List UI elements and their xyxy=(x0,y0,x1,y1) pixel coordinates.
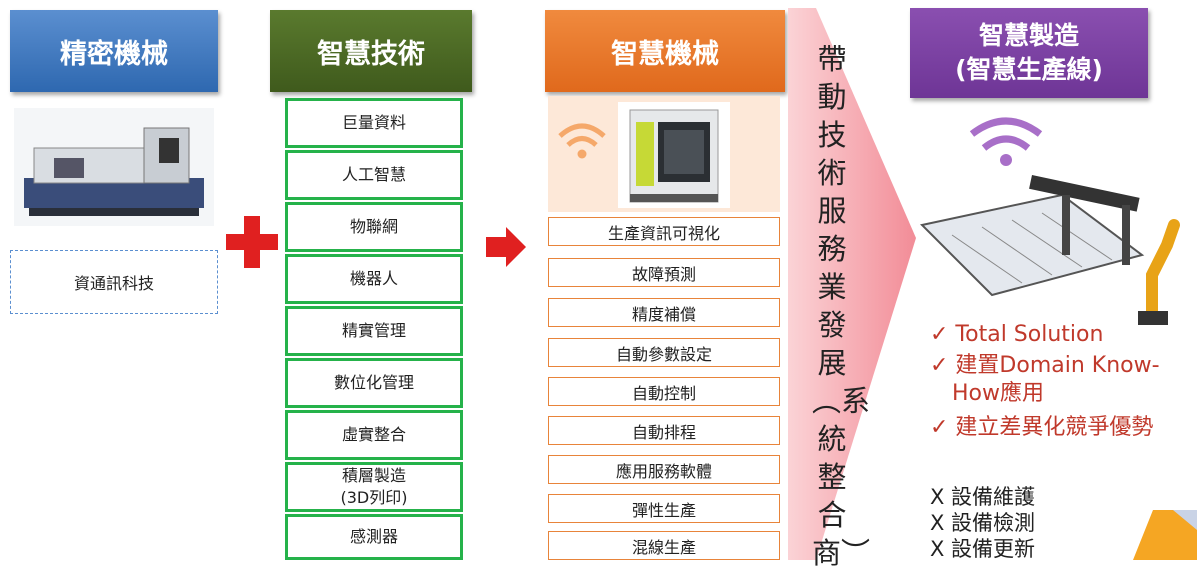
tech-item: 機器人 xyxy=(285,254,463,304)
tech-item: 感測器 xyxy=(285,514,463,560)
tech-item: 虛實整合 xyxy=(285,410,463,460)
smart-manufacturing-subtitle: (智慧生產線) xyxy=(955,55,1103,84)
machine-item: 自動控制 xyxy=(548,377,780,406)
check-item: ✓ Total Solution xyxy=(930,322,1104,347)
smart-manufacturing-title: 智慧製造 xyxy=(978,21,1079,50)
tech-item: 積層製造(3D列印) xyxy=(285,462,463,512)
machine-item: 彈性生產 xyxy=(548,494,780,523)
machine-item: 精度補償 xyxy=(548,298,780,327)
cnc-machine-image xyxy=(14,108,214,226)
x-item: X 設備檢測 xyxy=(930,511,1036,535)
ict-label-box: 資通訊科技 xyxy=(10,250,218,314)
right-arrow-icon xyxy=(484,225,528,269)
corner-decoration xyxy=(1133,510,1197,560)
check-item: How應用 xyxy=(952,381,1044,406)
production-line-image xyxy=(912,165,1194,330)
ict-label: 資通訊科技 xyxy=(73,274,154,293)
check-item: ✓ 建立差異化競爭優勢 xyxy=(930,415,1154,440)
precision-machinery-header: 精密機械 xyxy=(10,10,218,92)
wifi-icon xyxy=(966,114,1046,170)
tech-service-vertical-text: 帶動技術服務業發展︵系統整合商︶ xyxy=(812,42,871,570)
x-item: X 設備更新 xyxy=(930,537,1036,561)
x-item: X 設備維護 xyxy=(930,485,1036,509)
smart-machinery-header: 智慧機械 xyxy=(545,10,785,92)
tech-item: 物聯網 xyxy=(285,202,463,252)
smart-machinery-title: 智慧機械 xyxy=(611,38,719,70)
big-pink-arrow xyxy=(788,8,918,560)
plus-icon xyxy=(222,212,282,272)
machine-item: 自動參數設定 xyxy=(548,338,780,367)
machine-item: 生產資訊可視化 xyxy=(548,217,780,246)
smart-tech-title: 智慧技術 xyxy=(317,38,425,70)
machine-item: 混線生產 xyxy=(548,531,780,560)
tech-item: 巨量資料 xyxy=(285,98,463,148)
precision-machinery-title: 精密機械 xyxy=(60,38,168,70)
machining-center-image xyxy=(618,102,730,208)
tech-item: 精實管理 xyxy=(285,306,463,356)
tech-item: 人工智慧 xyxy=(285,150,463,200)
machine-item: 故障預測 xyxy=(548,258,780,287)
smart-tech-header: 智慧技術 xyxy=(270,10,472,92)
machine-item: 自動排程 xyxy=(548,416,780,445)
smart-manufacturing-header: 智慧製造 (智慧生產線) xyxy=(910,8,1148,98)
wifi-icon xyxy=(556,120,608,162)
machine-item: 應用服務軟體 xyxy=(548,455,780,484)
check-item: ✓ 建置Domain Know- xyxy=(930,353,1160,378)
tech-item: 數位化管理 xyxy=(285,358,463,408)
